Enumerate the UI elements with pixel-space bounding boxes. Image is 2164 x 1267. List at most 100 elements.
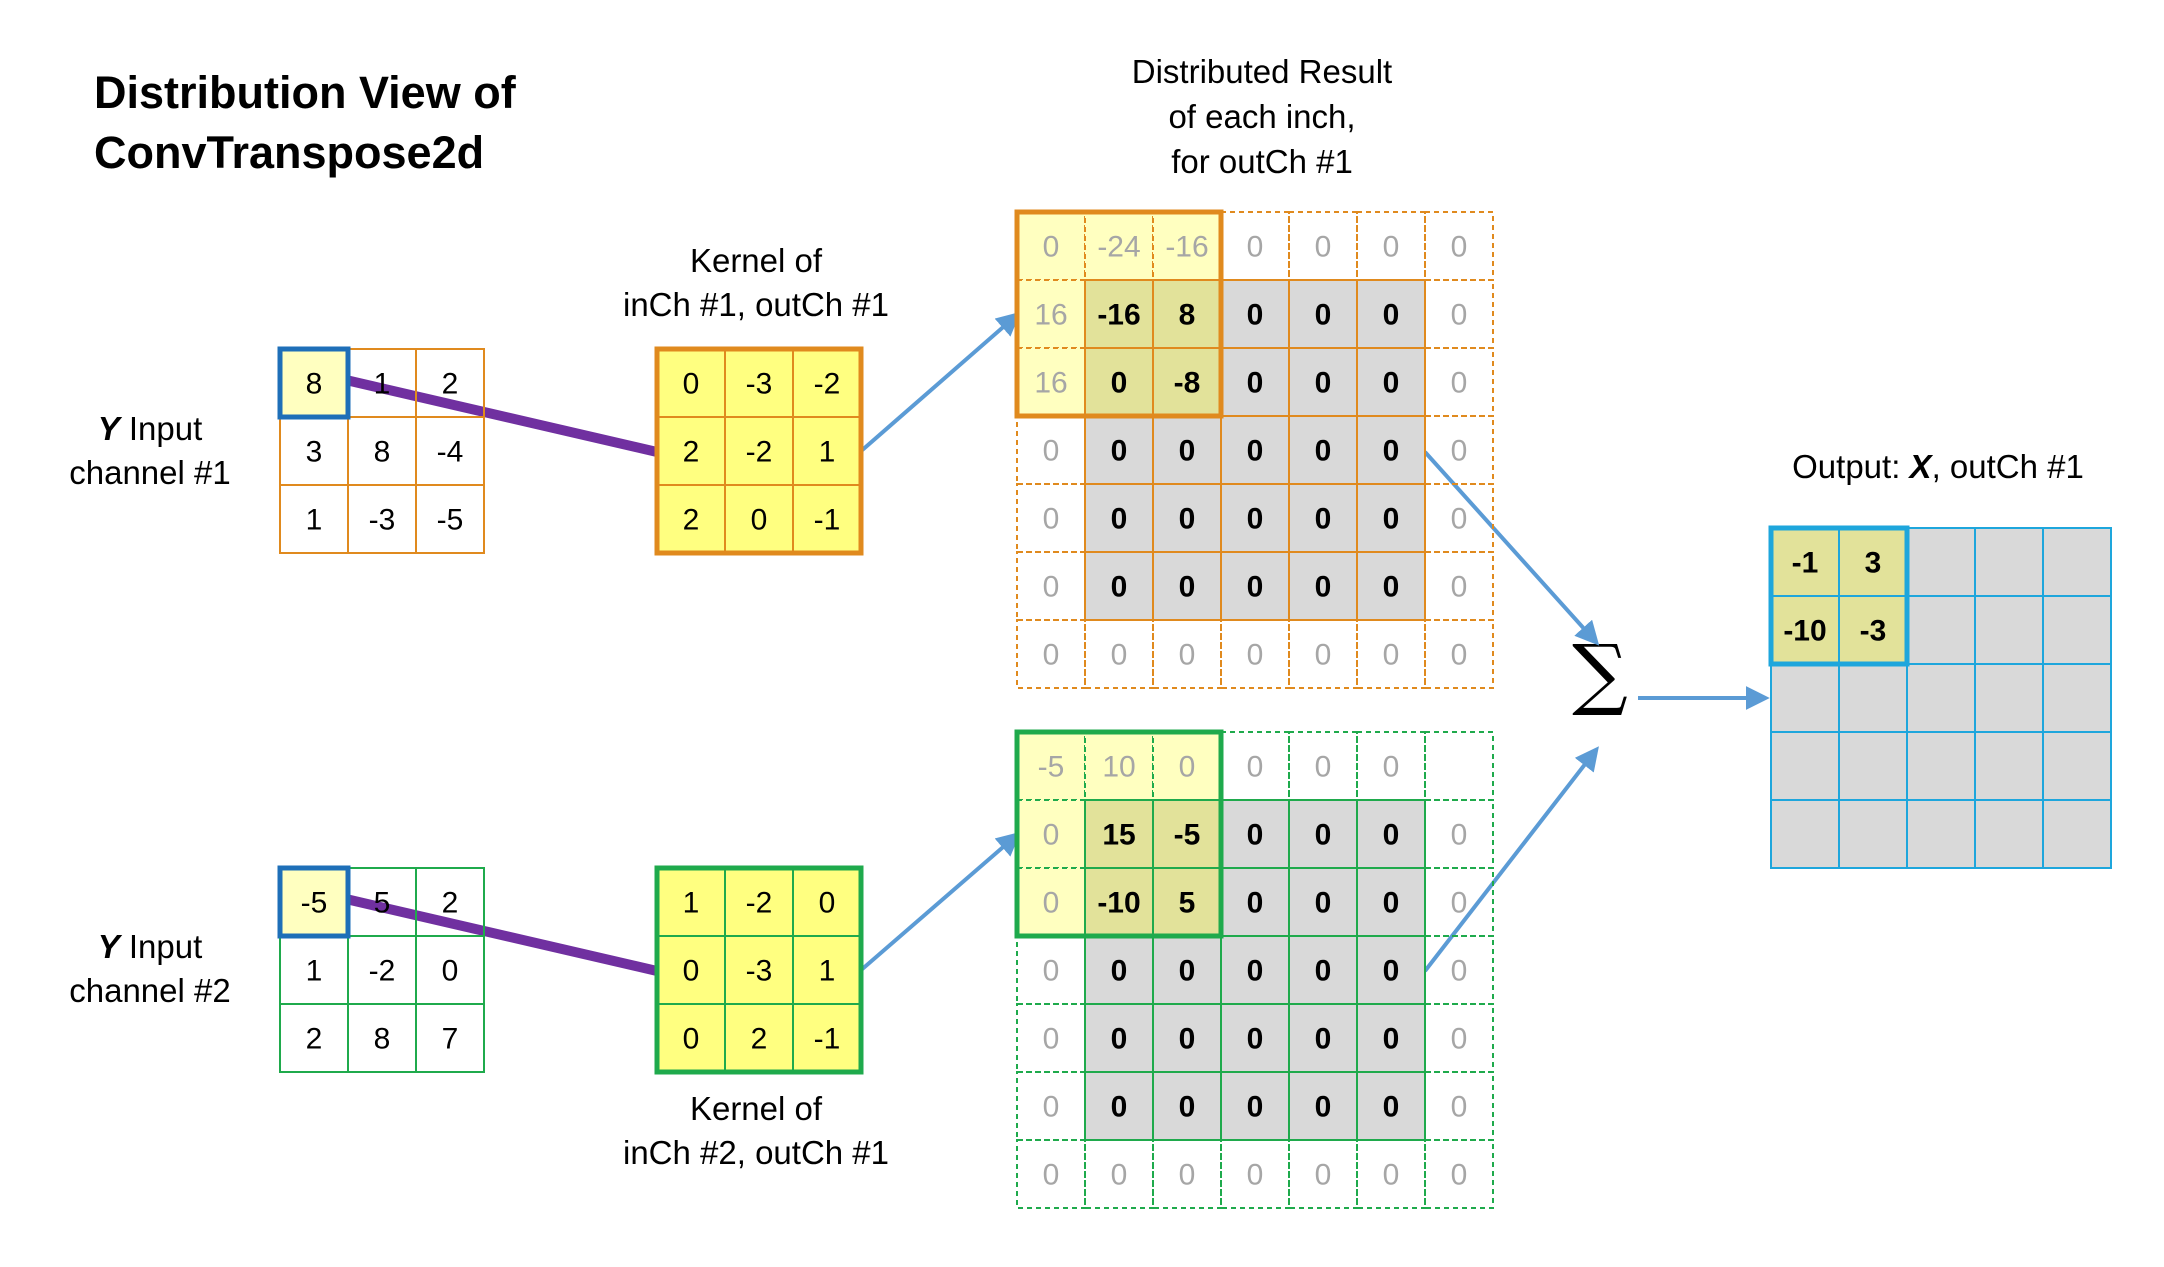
result2-grid-cell-value: 0 [1043,1159,1060,1192]
kernel1-grid-cell [792,416,862,486]
result1-grid-cell-value: 16 [1034,299,1067,332]
result2-grid-cell-value: 0 [1315,1091,1332,1124]
output-computed-block-outline [1768,525,1910,667]
result1-grid-cell-value: -16 [1165,231,1208,264]
result1-grid-cell-value: 0 [1179,571,1196,604]
kernel2-grid-cell-value: 0 [683,1023,700,1056]
input2-grid-cell-value: 0 [442,955,459,988]
result1-grid-cell-value: 16 [1034,367,1067,400]
result1-grid-cell [1424,551,1494,621]
input2-grid-cell [415,1003,485,1073]
output-grid-cell [1974,731,2044,801]
output-grid-cell [1974,527,2044,597]
output-grid-cell-value: -1 [1792,547,1819,580]
output-label-prefix: Output: [1792,448,1909,485]
result2-grid-cell [1220,1003,1290,1073]
result1-grid-cell-value: 0 [1315,367,1332,400]
kernel2-grid-cell-value: -1 [814,1023,841,1056]
kernel1-grid-cell [724,484,794,554]
result1-grid-cell-value: 0 [1043,503,1060,536]
result2-grid-cell-value: 0 [1179,955,1196,988]
input1-grid-cell-value: 2 [442,368,459,401]
result2-grid-cell-value: 0 [1451,819,1468,852]
result2-grid-cell-value: 0 [1451,955,1468,988]
output-grid-cell [1906,663,1976,733]
result2-grid-cell-value: 0 [1315,887,1332,920]
input2-grid-cell-value: 5 [374,887,391,920]
result2-grid-cell [1220,935,1290,1005]
result2-grid-cell-value: 0 [1451,1091,1468,1124]
result2-grid-cell [1424,935,1494,1005]
result1-grid-cell-value: 0 [1383,435,1400,468]
output-label-suffix: , outCh #1 [1932,448,2084,485]
result1-grid-cell-value: 0 [1383,571,1400,604]
result2-grid-cell-value: 0 [1383,1023,1400,1056]
result2-grid-cell-value: 0 [1043,887,1060,920]
input1-label-line-1: Y Input [98,410,203,447]
result1-kernel-patch-outline [1014,209,1224,419]
result1-grid-cell-value: 0 [1451,503,1468,536]
output-grid-cell [1838,663,1908,733]
kernel1-grid-cell-value: -1 [814,504,841,537]
result1-grid-cell-value: 0 [1043,639,1060,672]
kernel1-grid-cell [792,484,862,554]
output-grid-cell [2042,731,2112,801]
kernel1-grid-cell-value: 0 [751,504,768,537]
result1-grid-cell-value: -24 [1097,231,1140,264]
result2-grid-cell-value: 0 [1043,1091,1060,1124]
input2-grid-cell-value: 1 [306,955,323,988]
result2-grid-cell-value: 0 [1043,1023,1060,1056]
distributed-label-line-3: for outCh #1 [1171,143,1353,180]
kernel2-grid-cell [656,867,726,937]
result2-grid-cell [1084,731,1154,801]
input1-grid-cell-value: -4 [437,436,464,469]
connector-input1-kernel1 [344,375,659,457]
result1-grid-cell-value: -16 [1097,299,1140,332]
result1-grid-cell [1356,551,1426,621]
result2-grid-cell-value: 0 [1247,751,1264,784]
result1-grid-cell-value: 0 [1315,571,1332,604]
result2-grid-cell-value: 0 [1179,751,1196,784]
output-grid-cell-value: -10 [1783,615,1826,648]
result1-grid-cell [1288,279,1358,349]
result2-grid-cell-value: 0 [1383,1091,1400,1124]
result1-grid-cell-value: 0 [1179,435,1196,468]
result1-grid-cell-value: 0 [1315,299,1332,332]
result2-grid-cell-value: 0 [1247,887,1264,920]
result2-grid-cell-value: 0 [1111,1159,1128,1192]
output-grid-cell [1838,527,1908,597]
arrow-kernel1-to-result1 [858,311,1021,454]
result2-grid-cell-value: 0 [1043,819,1060,852]
result2-grid-cell [1424,799,1494,869]
kernel2-grid-cell-value: 0 [819,887,836,920]
input1-grid-cell [415,484,485,554]
result2-grid-cell-value: 0 [1383,751,1400,784]
input1-label-line-2: channel #1 [69,454,230,491]
result1-grid-cell-value: 0 [1111,435,1128,468]
result1-grid-cell [1220,415,1290,485]
input2-grid-cell-value: 8 [374,1023,391,1056]
result1-grid-cell-value: 0 [1451,299,1468,332]
result1-grid-cell-value: 0 [1179,503,1196,536]
result1-grid-cell-value: 0 [1247,299,1264,332]
output-grid-cell [1974,799,2044,869]
result2-grid-cell [1356,935,1426,1005]
result2-grid-cell [1288,1003,1358,1073]
output-grid-cell [1838,731,1908,801]
input1-selected-cell-outline [277,346,351,420]
input1-grid-cell-value: 1 [374,368,391,401]
kernel2-grid-cell-value: 2 [751,1023,768,1056]
result2-grid-cell-value: 0 [1315,1159,1332,1192]
result1-grid-cell-value: 0 [1111,503,1128,536]
result1-grid-cell-value: 0 [1383,639,1400,672]
kernel1-label-line-1: Kernel of [690,242,823,279]
output-grid-cell [2042,527,2112,597]
output-grid-cell-value: 3 [1865,547,1882,580]
kernel2-grid-cell [724,1003,794,1073]
result1-grid-cell-value: 0 [1383,231,1400,264]
result1-grid-cell [1424,415,1494,485]
